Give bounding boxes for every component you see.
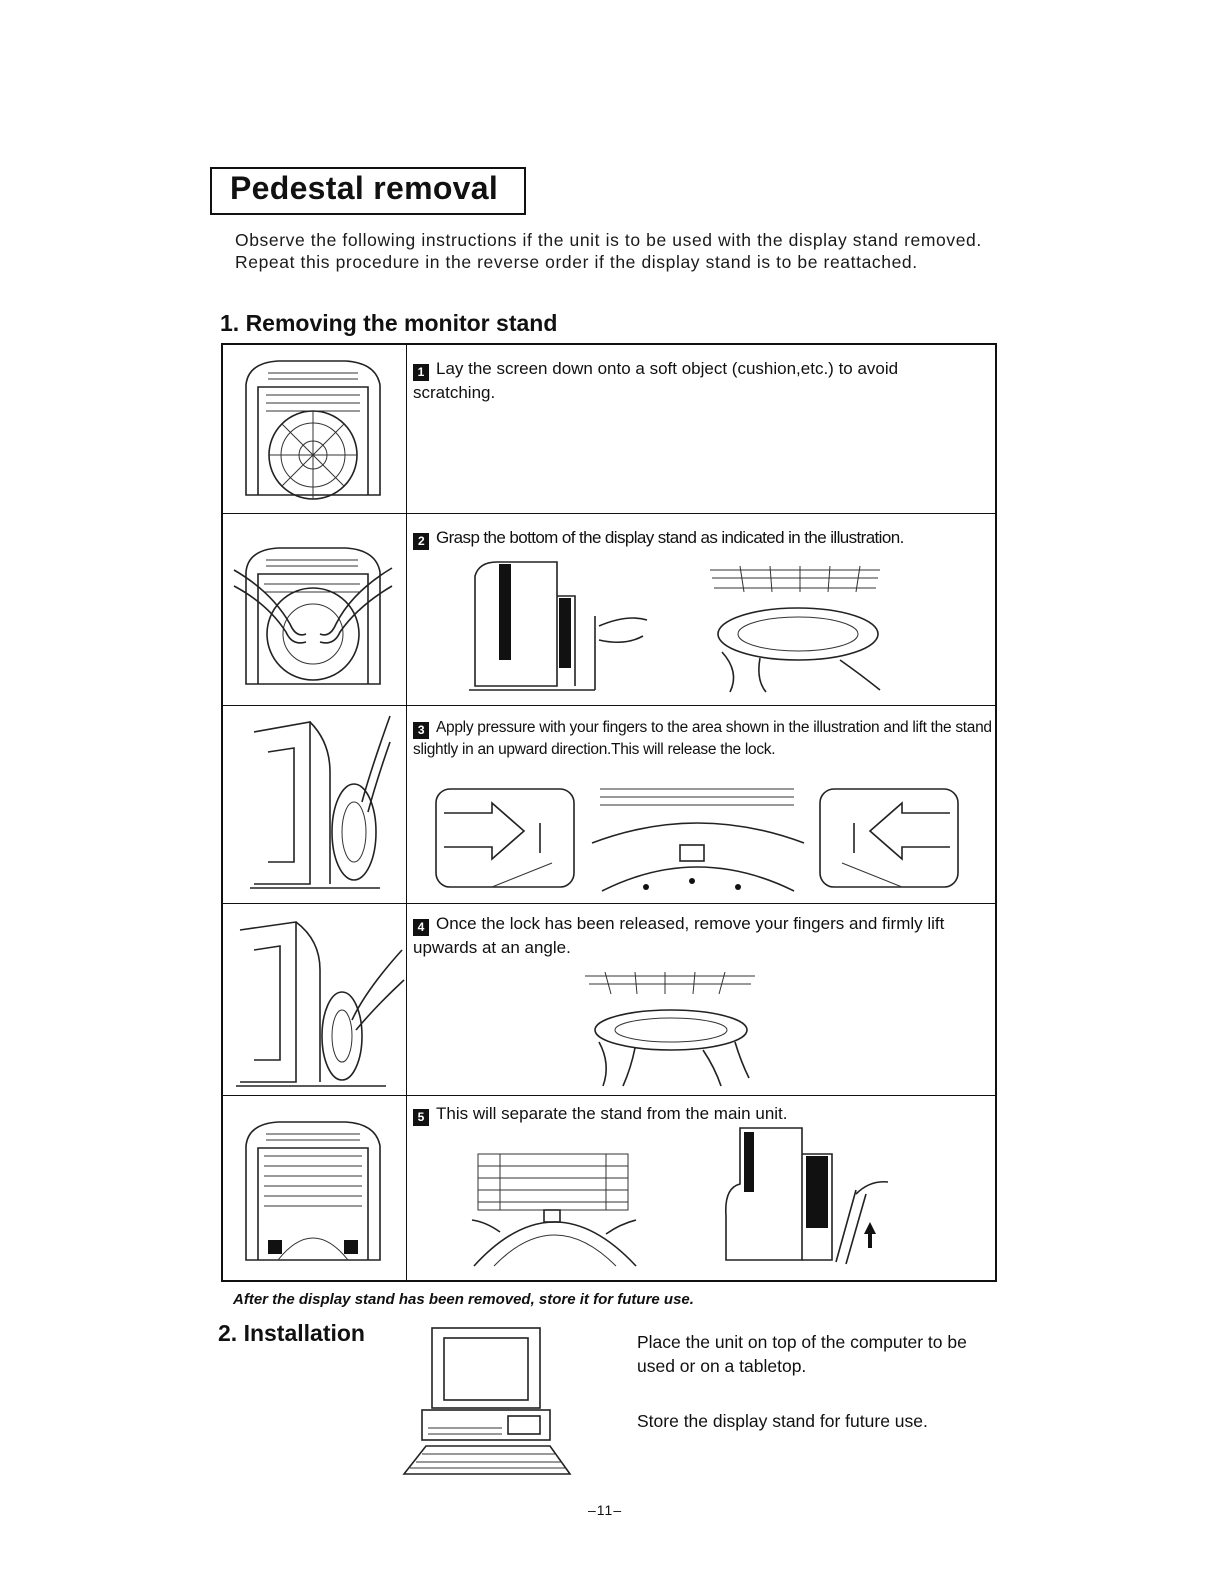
page-number: –11–: [588, 1502, 623, 1518]
table-column-divider: [406, 345, 407, 1280]
step-text: Once the lock has been released, remove …: [413, 914, 945, 957]
page-title: Pedestal removal: [230, 170, 499, 206]
section-heading-installation: 2. Installation: [218, 1320, 365, 1346]
lock-release-detail-illustration: [435, 788, 959, 892]
step-number-badge: 2: [413, 533, 429, 550]
monitor-on-computer-illustration: [402, 1327, 572, 1475]
title-frame: [210, 167, 526, 215]
installation-instruction: Place the unit on top of the computer to…: [637, 1332, 967, 1376]
monitor-stand-removal-illustration: [236, 921, 405, 1087]
separated-stand-detail-illustration: [471, 1153, 637, 1267]
step-text: Grasp the bottom of the display stand as…: [436, 528, 904, 547]
monitor-side-view-illustration: [469, 561, 648, 691]
table-row-divider: [223, 1095, 995, 1096]
hands-grasping-stand-illustration: [233, 547, 393, 685]
side-view-stand-lift-illustration: [724, 1127, 889, 1265]
step-text: Lay the screen down onto a soft object (…: [413, 359, 899, 402]
storage-note: After the display stand has been removed…: [233, 1291, 694, 1308]
step-2: 2 Grasp the bottom of the display stand a…: [413, 526, 993, 550]
step-5: 5 This will separate the stand from the m…: [413, 1102, 983, 1126]
stand-underside-hands-illustration: [710, 565, 881, 693]
monitor-back-stand-illustration: [245, 360, 381, 500]
step-text: This will separate the stand from the ma…: [436, 1104, 788, 1123]
step-number-badge: 1: [413, 364, 429, 381]
section-heading-removing-stand: 1. Removing the monitor stand: [220, 310, 558, 336]
step-text: Apply pressure with your fingers to the …: [413, 719, 992, 758]
step-number-badge: 4: [413, 919, 429, 936]
lifting-stand-angle-illustration: [585, 971, 755, 1087]
step-number-badge: 5: [413, 1109, 429, 1126]
table-row-divider: [223, 513, 995, 514]
intro-paragraph: Observe the following instructions if th…: [235, 230, 982, 272]
monitor-tilted-lifting-illustration: [250, 715, 391, 889]
table-row-divider: [223, 705, 995, 706]
step-number-badge: 3: [413, 722, 429, 739]
monitor-back-no-stand-illustration: [245, 1121, 381, 1261]
installation-storage-instruction: Store the display stand for future use.: [637, 1411, 928, 1431]
table-row-divider: [223, 903, 995, 904]
